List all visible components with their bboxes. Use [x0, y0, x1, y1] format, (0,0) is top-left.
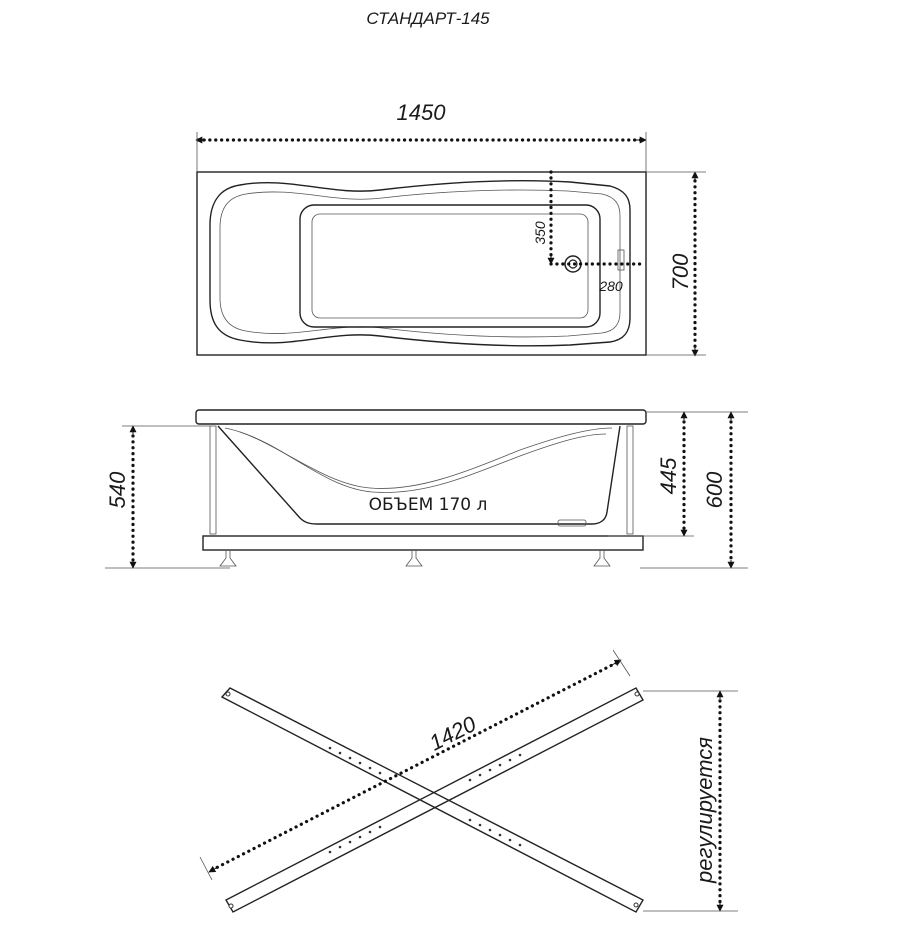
overflow-detail	[617, 249, 625, 271]
frame-post-left	[209, 425, 217, 535]
side-tub-wave-second	[239, 431, 607, 493]
extension-line	[199, 856, 213, 881]
frame-bar-descending	[220, 687, 644, 913]
top-view: 1450 700 350 280	[195, 100, 706, 357]
length-label: 1450	[397, 100, 447, 125]
side-rim	[195, 409, 647, 425]
tub-rim-outline	[196, 171, 647, 356]
tub-basin-inner-line	[219, 189, 621, 338]
frame-hole	[225, 691, 231, 697]
frame-bar-ascending	[225, 687, 644, 913]
frame-hole	[228, 903, 234, 909]
tub-basin-outline	[209, 180, 631, 347]
drawing-title: СТАНДАРТ-145	[366, 9, 490, 28]
leg-icon	[593, 550, 611, 567]
side-tub-body	[217, 425, 621, 525]
height-left-label: 540	[105, 471, 130, 508]
frame-post-right	[626, 425, 634, 535]
depth-label: 445	[656, 457, 681, 494]
extension-line	[612, 649, 631, 677]
leg-icon	[405, 550, 423, 567]
drain-offset-y-label: 350	[532, 221, 548, 245]
tub-floor-outline	[299, 204, 601, 328]
frame-hole	[633, 902, 639, 908]
tub-floor-inner-line	[311, 213, 589, 319]
height-right-label: 600	[702, 471, 727, 508]
adjustable-label: регулируется	[692, 737, 717, 884]
diagonal-arrow-upper	[611, 659, 622, 667]
side-view: ОБЪЕМ 170 л 540 445 600	[105, 409, 748, 569]
frame-base-rail	[202, 535, 644, 551]
diagonal-arrow-lower	[208, 865, 219, 873]
side-tub-wave	[224, 427, 613, 489]
diagonal-label: 1420	[425, 711, 481, 756]
drain-offset-x-label: 280	[598, 278, 623, 294]
leg-icon	[219, 550, 237, 567]
frame-view: 1420 регулируется	[199, 649, 738, 913]
frame-hole	[634, 691, 640, 697]
dimension-line-diagonal	[210, 660, 620, 872]
frame-adjustment-holes	[328, 746, 522, 854]
volume-label: ОБЪЕМ 170 л	[369, 495, 488, 515]
side-drain-outlet	[557, 519, 587, 527]
width-label: 700	[668, 253, 693, 290]
